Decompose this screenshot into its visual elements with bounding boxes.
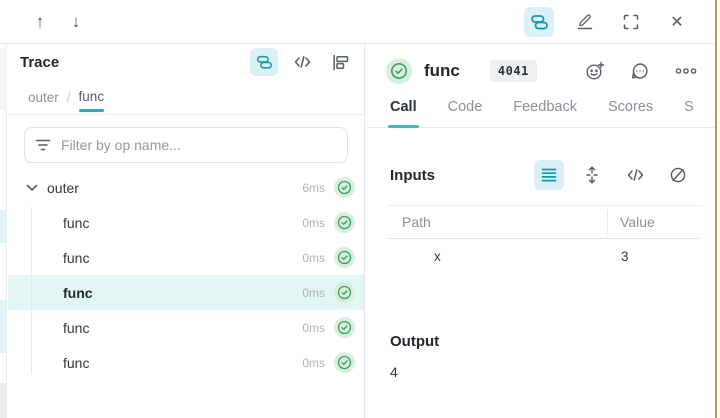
- top-toolbar: ↑ ↓: [0, 0, 715, 44]
- fullscreen-icon: [623, 14, 639, 30]
- call-title: func: [424, 61, 460, 80]
- chevron-down-icon[interactable]: [24, 180, 40, 196]
- tab-code[interactable]: Code: [447, 99, 483, 115]
- input-value-cell: 3: [621, 248, 629, 264]
- more-menu-icon[interactable]: [675, 67, 697, 75]
- trace-minimap-rail[interactable]: [0, 44, 7, 418]
- unfold-vertical-icon: [584, 166, 600, 184]
- table-view-button[interactable]: [534, 160, 564, 190]
- op-filter-box: [24, 127, 348, 163]
- stack-icon: [256, 54, 273, 71]
- trace-node-children: func 0ms func 0ms: [8, 205, 364, 380]
- breadcrumb: outer / func: [8, 80, 364, 115]
- trace-node-duration: 0ms: [302, 215, 325, 230]
- pencil-icon: [576, 13, 594, 31]
- trace-node-duration: 0ms: [302, 250, 325, 265]
- hide-values-button[interactable]: [663, 160, 693, 190]
- next-call-arrow-icon[interactable]: ↓: [71, 11, 81, 31]
- call-tabs: Call Code Feedback Scores S: [366, 94, 715, 128]
- trace-node-func-5[interactable]: func 0ms: [8, 345, 364, 380]
- prev-call-arrow-icon[interactable]: ↑: [35, 11, 45, 31]
- minimap-block: [0, 383, 7, 418]
- breadcrumb-separator: /: [66, 89, 71, 105]
- edit-button[interactable]: [570, 7, 600, 37]
- call-id-badge[interactable]: 4041: [489, 60, 537, 82]
- inputs-heading: Inputs: [390, 166, 435, 184]
- output-heading: Output: [390, 333, 440, 350]
- trace-node-func-3-selected[interactable]: func 0ms: [8, 275, 364, 310]
- trace-node-label: func: [63, 214, 90, 231]
- column-header-value[interactable]: Value: [607, 210, 702, 234]
- flame-graph-icon: [332, 54, 349, 71]
- fullscreen-button[interactable]: [616, 7, 646, 37]
- minimap-block: [0, 210, 7, 243]
- inputs-section-header: Inputs: [366, 158, 715, 192]
- tab-call[interactable]: Call: [388, 94, 419, 128]
- trace-node-outer[interactable]: outer 6ms: [8, 170, 364, 205]
- success-status-icon: [334, 247, 355, 268]
- trace-node-func-4[interactable]: func 0ms: [8, 310, 364, 345]
- trace-panel-title: Trace: [20, 53, 60, 71]
- code-icon: [294, 55, 311, 69]
- trace-node-func-2[interactable]: func 0ms: [8, 240, 364, 275]
- trace-node-duration: 0ms: [302, 355, 325, 370]
- comment-icon[interactable]: [630, 61, 650, 81]
- call-detail-panel: func 4041: [366, 44, 715, 418]
- trace-node-label: outer: [47, 179, 79, 196]
- stack-view-toggle-button[interactable]: [524, 7, 554, 37]
- trace-node-label: func: [63, 284, 93, 301]
- expand-rows-button[interactable]: [577, 160, 607, 190]
- tab-scores[interactable]: Scores: [607, 99, 654, 115]
- trace-tree-panel: Trace: [8, 44, 365, 418]
- inputs-table-row[interactable]: x 3: [388, 239, 702, 273]
- close-icon: ✕: [670, 14, 684, 31]
- inputs-table: Path Value x 3: [388, 205, 702, 273]
- trace-node-label: func: [63, 354, 90, 371]
- add-reaction-icon[interactable]: [585, 61, 605, 81]
- trace-node-label: func: [63, 249, 90, 266]
- breadcrumb-item-outer[interactable]: outer: [28, 89, 59, 105]
- success-status-icon: [334, 177, 355, 198]
- trace-tree: outer 6ms func 0ms: [8, 170, 364, 380]
- code-format-button[interactable]: [620, 160, 650, 190]
- flame-graph-view-button[interactable]: [326, 48, 354, 76]
- window-edge: [715, 0, 717, 418]
- inputs-table-header: Path Value: [388, 206, 702, 239]
- tree-view-button[interactable]: [250, 48, 278, 76]
- justify-lines-icon: [541, 168, 557, 182]
- stack-icon: [530, 13, 549, 32]
- eye-off-icon: [669, 166, 687, 184]
- trace-node-duration: 6ms: [302, 180, 325, 195]
- column-header-path[interactable]: Path: [402, 214, 431, 230]
- trace-node-label: func: [63, 319, 90, 336]
- breadcrumb-item-func[interactable]: func: [78, 88, 105, 112]
- tab-feedback[interactable]: Feedback: [513, 99, 577, 115]
- success-status-icon: [334, 317, 355, 338]
- output-value: 4: [390, 364, 398, 380]
- trace-node-duration: 0ms: [302, 320, 325, 335]
- trace-node-func-1[interactable]: func 0ms: [8, 205, 364, 240]
- trace-node-duration: 0ms: [302, 285, 325, 300]
- success-status-icon: [334, 212, 355, 233]
- minimap-block: [0, 300, 7, 353]
- code-icon: [627, 168, 644, 182]
- tree-indent-guide: [31, 207, 32, 374]
- output-section: Output: [366, 333, 715, 351]
- input-path-cell: x: [434, 248, 441, 264]
- success-status-icon: [386, 58, 412, 84]
- success-status-icon: [334, 352, 355, 373]
- close-button[interactable]: ✕: [662, 7, 692, 37]
- call-header: func 4041: [366, 48, 715, 94]
- minimap-block: [0, 48, 7, 110]
- op-filter-input[interactable]: [61, 137, 337, 153]
- success-status-icon: [334, 282, 355, 303]
- code-view-button[interactable]: [288, 48, 316, 76]
- filter-icon: [35, 138, 51, 152]
- tab-summary-truncated[interactable]: S: [684, 99, 694, 115]
